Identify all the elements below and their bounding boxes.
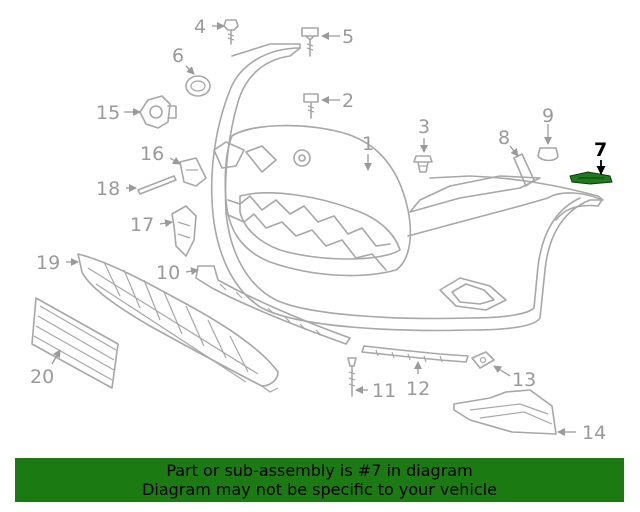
callout-12: 12 <box>406 378 430 400</box>
callout-8: 8 <box>498 127 510 149</box>
nut-part-13 <box>471 351 495 369</box>
stud-part-11 <box>347 357 357 397</box>
bracket-part-17 <box>171 205 197 257</box>
callout-20: 20 <box>30 366 54 388</box>
callout-10: 10 <box>156 262 180 284</box>
bolt-part-4 <box>223 19 239 45</box>
callout-4: 4 <box>194 16 206 38</box>
callout-2: 2 <box>342 90 354 112</box>
callout-1: 1 <box>362 133 374 155</box>
callout-13: 13 <box>512 369 536 391</box>
highlighted-part-7[interactable] <box>569 171 613 185</box>
callout-16: 16 <box>140 143 164 165</box>
callout-15: 15 <box>96 102 120 124</box>
sensor-part-15 <box>139 95 177 129</box>
mesh-grille-part-19 <box>77 253 279 393</box>
bracket-part-16 <box>179 157 207 187</box>
banner-line-2: Diagram may not be specific to your vehi… <box>142 480 497 499</box>
bumper-cover <box>210 43 604 332</box>
callout-11: 11 <box>372 380 396 402</box>
callout-18: 18 <box>96 178 120 200</box>
lower-grille-part-20 <box>31 297 119 389</box>
lower-strip-part-10 <box>195 265 351 345</box>
callout-3: 3 <box>418 116 430 138</box>
trim-part-8 <box>513 153 535 187</box>
cap-part-6 <box>185 75 211 97</box>
callout-14: 14 <box>582 422 606 444</box>
callout-5: 5 <box>342 26 354 48</box>
banner-line-1: Part or sub-assembly is #7 in diagram <box>166 461 473 480</box>
info-banner: Part or sub-assembly is #7 in diagram Di… <box>15 458 624 502</box>
callout-19: 19 <box>36 252 60 274</box>
spoiler-part-14 <box>453 389 557 435</box>
bolt-part-5 <box>301 27 319 57</box>
plug-part-9 <box>537 147 559 162</box>
callout-labels: 4 5 6 2 15 3 9 8 1 7 16 18 17 19 10 20 1… <box>30 16 607 444</box>
parts-diagram: 4 5 6 2 15 3 9 8 1 7 16 18 17 19 10 20 1… <box>30 16 613 444</box>
bolt-part-2 <box>303 93 319 119</box>
callout-leaders <box>51 22 606 436</box>
molding-part-12 <box>361 345 469 363</box>
callout-17: 17 <box>130 214 154 236</box>
callout-9: 9 <box>542 105 554 127</box>
strip-part-18 <box>137 175 177 195</box>
clip-part-3 <box>413 155 433 173</box>
callout-6: 6 <box>172 45 184 67</box>
callout-7[interactable]: 7 <box>594 139 607 161</box>
